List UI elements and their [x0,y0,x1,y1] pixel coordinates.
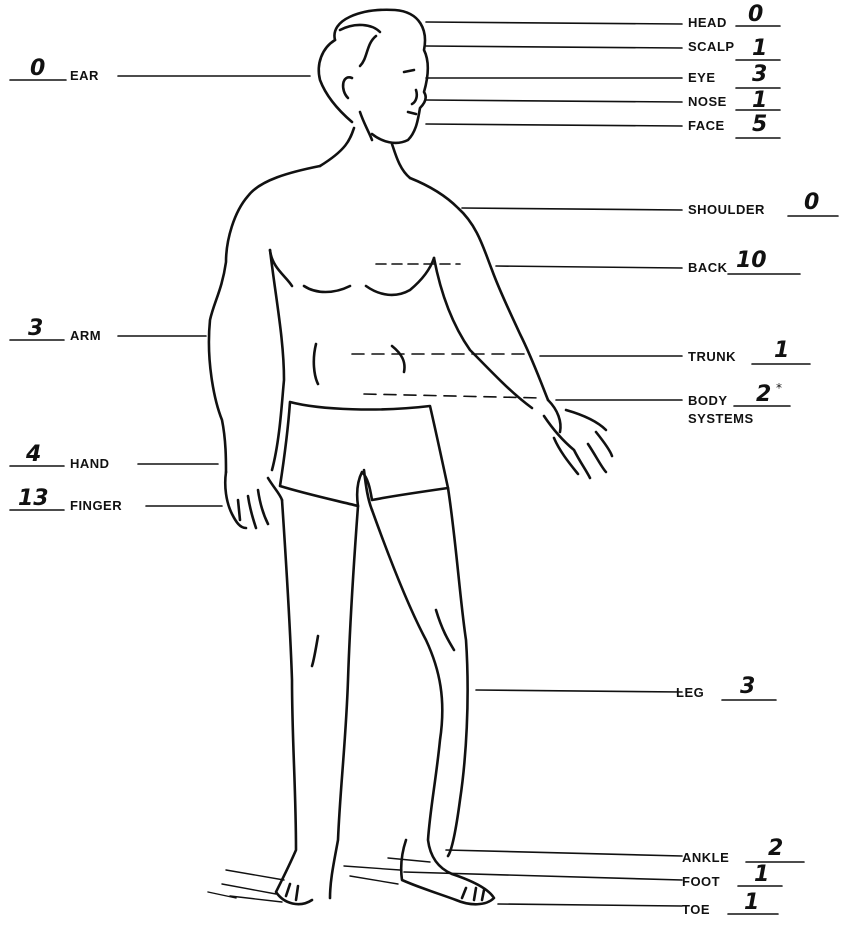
label-hand: HAND [70,457,110,471]
label-ear: EAR [70,69,99,83]
label-body-systems: SYSTEMS [688,412,754,426]
label-arm: ARM [70,329,101,343]
value-scalp: 1 [752,38,767,60]
label-shoulder: SHOULDER [688,203,765,217]
label-ankle: ANKLE [682,851,729,865]
leader-lines [118,22,682,906]
value-trunk: 1 [774,340,789,362]
value-nose: 1 [752,90,767,112]
value-finger: 13 [18,488,49,510]
value-face: 5 [752,114,767,136]
value-body: 2 [756,384,771,406]
face-features [360,70,417,140]
value-foot: 1 [754,864,769,886]
right-hand [544,400,612,478]
label-head: HEAD [688,16,727,30]
label-leg: LEG [676,686,704,700]
value-ankle: 2 [768,838,783,860]
torso-outline [209,166,548,472]
asterisk-mark: * [776,382,782,394]
value-toe: 1 [744,892,759,914]
hair [319,25,380,122]
value-back: 10 [736,250,767,272]
abs [314,344,405,384]
value-head: 0 [748,4,763,26]
shorts [280,402,448,510]
label-eye: EYE [688,71,716,85]
inner-arm [270,250,532,470]
label-body: BODY [688,394,728,408]
label-toe: TOE [682,903,710,917]
label-scalp: SCALP [688,40,735,54]
toes [286,884,484,900]
label-nose: NOSE [688,95,727,109]
ear [343,77,352,98]
label-trunk: TRUNK [688,350,736,364]
neck [320,128,410,178]
label-foot: FOOT [682,875,720,889]
label-face: FACE [688,119,725,133]
value-shoulder: 0 [804,192,819,214]
value-eye: 3 [752,64,767,86]
right-leg [372,488,494,904]
chest [270,250,434,295]
label-finger: FINGER [70,499,122,513]
label-back: BACK [688,261,728,275]
value-hand: 4 [26,444,41,466]
left-leg [276,500,358,904]
answer-underlines [10,26,838,914]
value-ear: 0 [30,58,45,80]
value-leg: 3 [740,676,755,698]
value-arm: 3 [28,318,43,340]
ground-shadow [208,858,430,902]
left-hand [225,472,282,528]
